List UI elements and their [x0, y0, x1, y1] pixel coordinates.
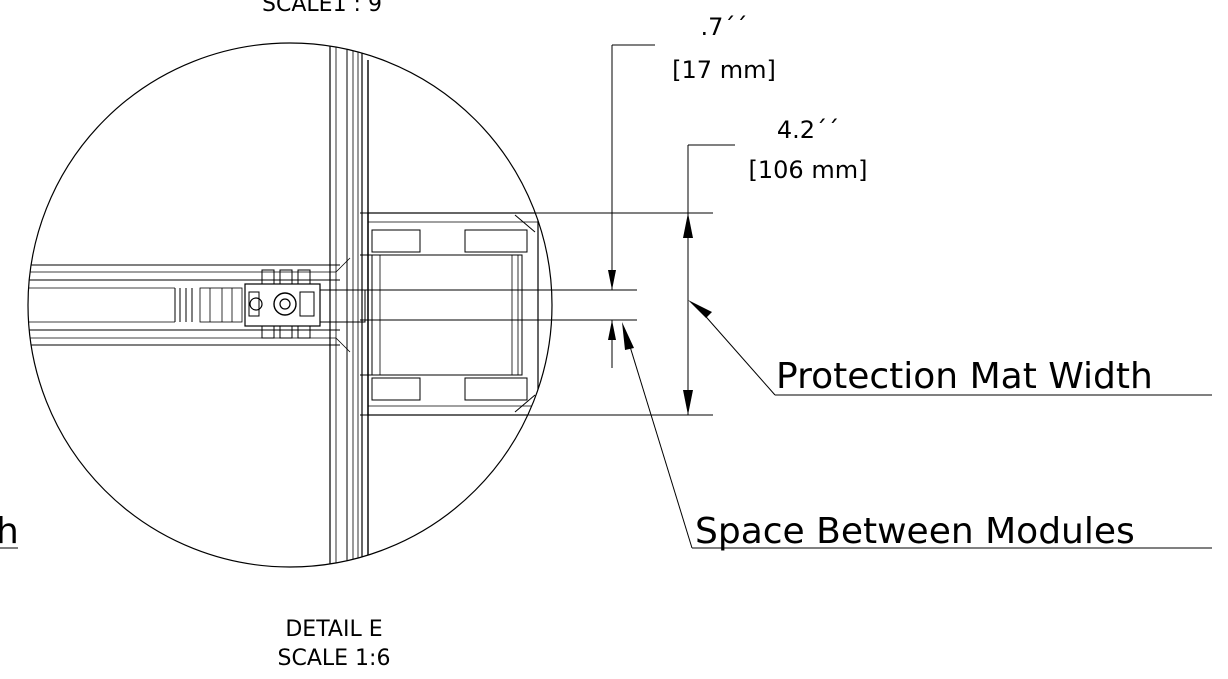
- arrowhead-gap-top: [608, 270, 616, 290]
- dimension-gap: [608, 44, 655, 368]
- leader-space-between: [622, 322, 1212, 549]
- top-scale-label: SCALE1 : 9: [262, 0, 382, 17]
- detail-title: DETAIL E: [285, 617, 382, 642]
- dimension-mat-width: [683, 144, 735, 415]
- mat-dim-mm: [106 mm]: [749, 156, 868, 184]
- detail-boundary-circle: [27, 42, 553, 568]
- callout-space-between: Space Between Modules: [695, 511, 1135, 552]
- arrowhead-gap-bottom: [608, 320, 616, 340]
- leader-mat-width: [688, 300, 1212, 396]
- callout-left-cut: h: [0, 511, 19, 552]
- arrowhead-mat-top: [683, 213, 693, 238]
- detail-scale: SCALE 1:6: [278, 646, 391, 671]
- gap-dim-inches: .7´´: [701, 13, 748, 41]
- arrowhead-mat-bottom: [683, 390, 693, 415]
- mat-dim-inches: 4.2´´: [777, 116, 839, 144]
- gap-dim-mm: [17 mm]: [672, 56, 776, 84]
- callout-mat-width: Protection Mat Width: [776, 356, 1153, 397]
